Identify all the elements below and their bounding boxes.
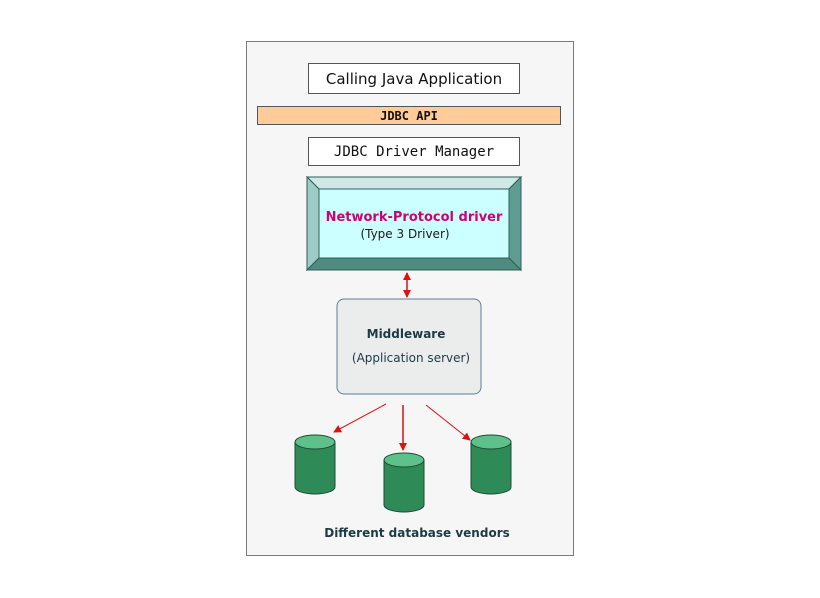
- database-cylinder-icon: [294, 434, 336, 495]
- arrow-to-database-left: [333, 403, 387, 433]
- jdbc-api-label: JDBC API: [380, 108, 438, 123]
- middleware-box: Middleware (Application server): [336, 298, 482, 395]
- jdbc-driver-manager-box: JDBC Driver Manager: [308, 137, 520, 166]
- arrow-to-database-right: [425, 404, 471, 441]
- network-protocol-driver-box: Network-Protocol driver (Type 3 Driver): [305, 175, 523, 272]
- calling-java-application-box: Calling Java Application: [308, 63, 520, 94]
- network-protocol-driver-subtitle: (Type 3 Driver): [360, 227, 449, 241]
- middleware-title: Middleware: [367, 327, 446, 341]
- database-cylinder-icon: [383, 452, 425, 513]
- jdbc-driver-manager-label: JDBC Driver Manager: [333, 143, 495, 160]
- middleware-subtitle: (Application server): [352, 351, 470, 365]
- jdbc-api-bar: JDBC API: [257, 106, 561, 125]
- network-protocol-driver-title: Network-Protocol driver: [326, 210, 503, 225]
- calling-java-application-label: Calling Java Application: [325, 69, 503, 88]
- database-cylinder-icon: [470, 434, 512, 495]
- database-vendors-label: Different database vendors: [324, 526, 510, 540]
